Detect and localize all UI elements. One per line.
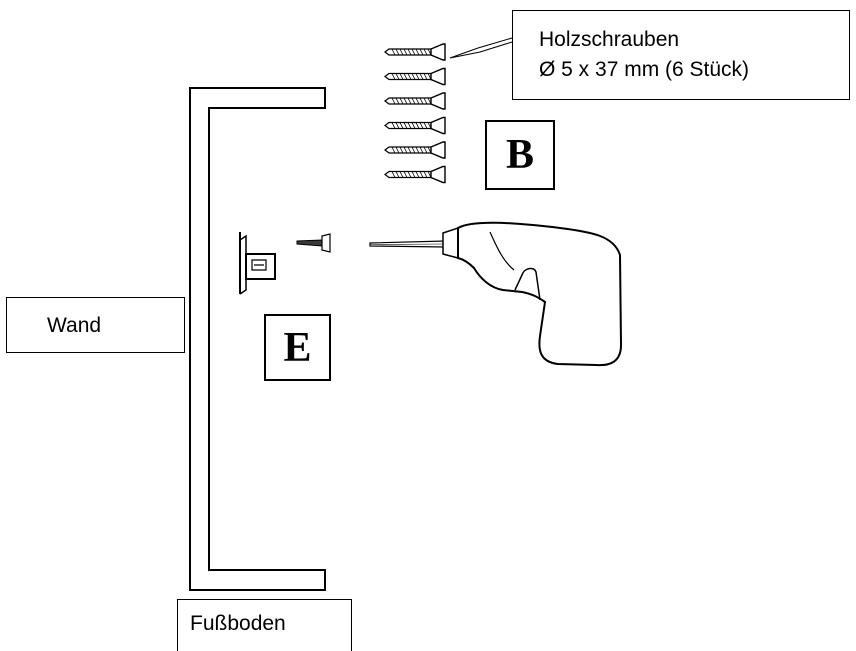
bracket-e	[239, 232, 276, 295]
wall-profile	[189, 87, 326, 591]
wood-screw-icon	[384, 116, 446, 135]
wall-label: Wand	[6, 297, 185, 353]
floor-label: Fußboden	[177, 599, 352, 651]
screw-leader-line	[449, 37, 513, 59]
part-label-b: B	[485, 120, 555, 190]
wood-screws-group	[384, 43, 446, 184]
wood-screw-icon	[384, 141, 446, 159]
wood-screws-callout: Holzschrauben Ø 5 x 37 mm (6 Stück)	[512, 10, 850, 100]
drill-icon	[369, 221, 623, 367]
wood-screw-icon	[384, 92, 446, 110]
mounting-screw	[296, 233, 331, 253]
screws-callout-size: Ø 5 x 37 mm (6 Stück)	[539, 58, 750, 81]
part-label-e: E	[264, 314, 331, 381]
wood-screw-icon	[384, 67, 446, 86]
wood-screw-icon	[384, 43, 446, 61]
screws-callout-title: Holzschrauben	[539, 28, 680, 51]
wood-screw-icon	[384, 165, 446, 184]
